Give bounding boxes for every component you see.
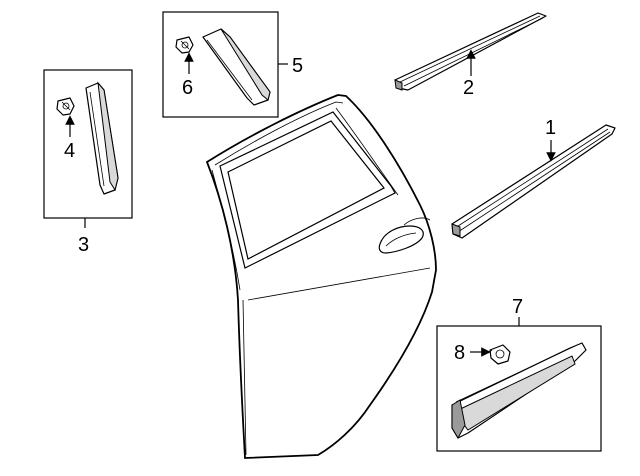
- callout-2: 2: [463, 77, 474, 99]
- callout-7: 7: [512, 296, 523, 318]
- callout-8: 8: [454, 342, 465, 364]
- callout-6: 6: [182, 77, 193, 99]
- clip-part-6: [175, 36, 194, 54]
- callout-1: 1: [545, 117, 556, 139]
- pillar-applique-rear: [85, 81, 119, 195]
- callout-5: 5: [292, 55, 303, 77]
- callout-3: 3: [78, 234, 89, 256]
- pillar-applique-front: [202, 28, 271, 106]
- clip-part-4: [56, 97, 75, 116]
- callout-4: 4: [64, 140, 75, 162]
- group-box-3: [43, 69, 133, 219]
- rear-door-shell: [205, 94, 437, 459]
- door-side-moulding: [451, 342, 587, 440]
- clip-part-8: [487, 344, 511, 365]
- belt-weatherstrip-lower: [451, 124, 616, 239]
